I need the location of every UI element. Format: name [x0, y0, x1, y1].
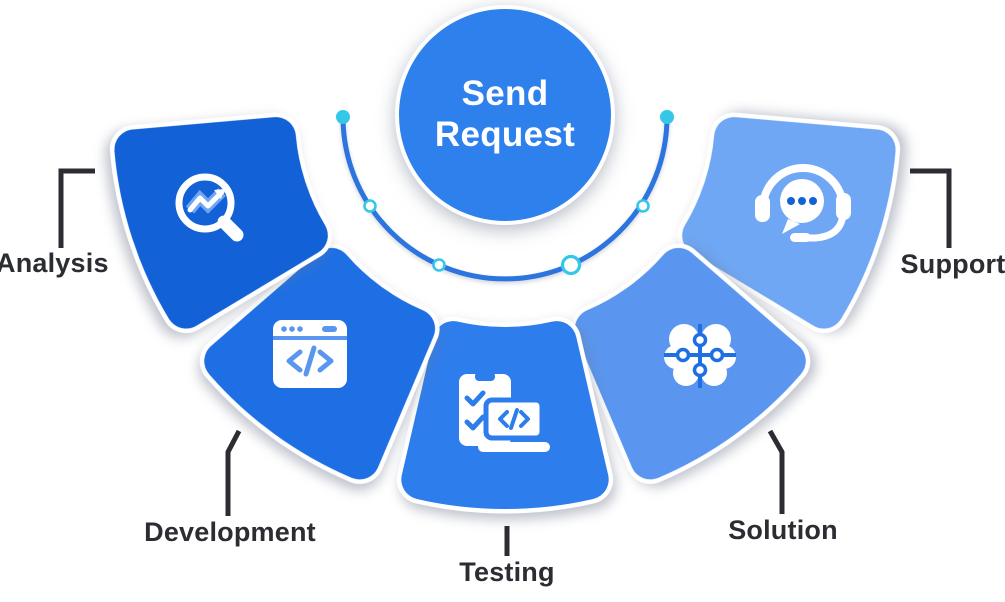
- code-browser-icon: [273, 320, 347, 388]
- development-connector-line: [225, 429, 242, 516]
- stage-label-testing: Testing: [459, 557, 555, 587]
- stage-label-solution: Solution: [728, 515, 838, 545]
- solution-connector-line: [767, 429, 785, 514]
- brain-puzzle-icon: [664, 324, 736, 388]
- connector-arc: [340, 114, 670, 282]
- arc-node-dot: [660, 110, 674, 124]
- arc-node-dot: [560, 254, 582, 276]
- stage-label-analysis: Analysis: [0, 248, 109, 278]
- support-connector-line: [910, 168, 952, 248]
- arc-node-dot: [363, 199, 377, 213]
- arc-node-dot: [336, 110, 350, 124]
- magnifier-chart-icon: [175, 173, 244, 242]
- stage-label-support: Support: [900, 249, 1005, 279]
- analysis-connector-line: [58, 168, 95, 248]
- hub-label: Send Request: [434, 74, 576, 155]
- arc-node-dot: [636, 199, 650, 213]
- headset-chat-icon: [755, 164, 851, 242]
- arc-node-dot: [432, 258, 446, 272]
- checklist-laptop-icon: [459, 372, 550, 452]
- stage-label-development: Development: [144, 517, 316, 547]
- send-request-hub: [395, 5, 615, 225]
